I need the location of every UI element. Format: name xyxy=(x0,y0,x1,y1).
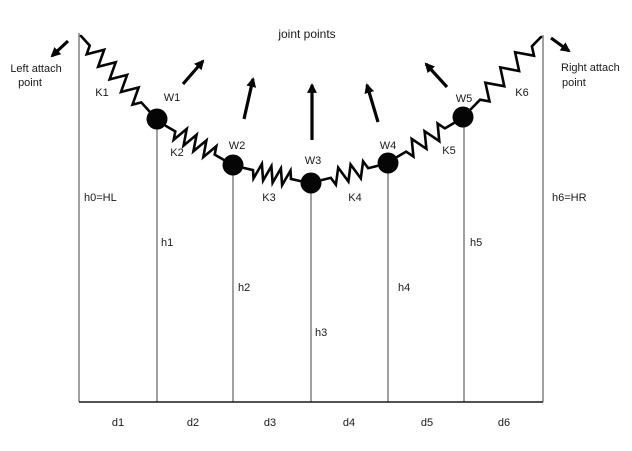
mass-w1 xyxy=(146,108,168,130)
distance-label-d3: d3 xyxy=(264,417,276,429)
distance-label-d5: d5 xyxy=(421,417,433,429)
joint-points-label: joint points xyxy=(277,27,335,41)
spring-k4 xyxy=(320,157,379,189)
spring-label-k4: K4 xyxy=(348,192,361,204)
height-label-h3: h3 xyxy=(315,327,327,339)
joint-label-w5: W5 xyxy=(456,93,473,105)
distance-label-d1: d1 xyxy=(112,417,124,429)
mass-w4 xyxy=(377,152,399,174)
mass-w3 xyxy=(300,172,322,194)
spring-label-k2: K2 xyxy=(170,147,183,159)
distance-label-d6: d6 xyxy=(498,417,510,429)
spring-k2 xyxy=(164,124,226,162)
distance-label-d4: d4 xyxy=(343,417,355,429)
mass-w5 xyxy=(452,106,474,128)
height-label-h4: h4 xyxy=(398,282,410,294)
joint-label-w3: W3 xyxy=(305,155,322,167)
joint-arrow-w1 xyxy=(181,59,205,86)
spring-k6 xyxy=(469,35,543,111)
left-attach-label-line1: Left attach xyxy=(10,63,61,75)
joint-arrow-w4 xyxy=(364,83,380,123)
left-attach-label-line2: point xyxy=(18,77,42,89)
joint-label-w4: W4 xyxy=(380,140,397,152)
spring-label-k1: K1 xyxy=(95,87,108,99)
spring-k3 xyxy=(242,159,302,190)
spring-k1 xyxy=(79,34,152,114)
height-label-h2: h2 xyxy=(238,282,250,294)
spring-k5 xyxy=(395,120,456,160)
right-attach-label-line2: point xyxy=(562,77,586,89)
height-label-h5: h5 xyxy=(470,237,482,249)
joint-label-w1: W1 xyxy=(164,92,181,104)
height-label-h0: h0=HL xyxy=(84,192,117,204)
joint-label-w2: W2 xyxy=(229,140,246,152)
spring-label-k3: K3 xyxy=(262,192,275,204)
left-attach-arrow xyxy=(50,39,70,58)
spring-label-k5: K5 xyxy=(442,145,455,157)
spring-label-k6: K6 xyxy=(515,87,528,99)
joint-arrow-w2 xyxy=(242,77,257,120)
distance-label-d2: d2 xyxy=(187,417,199,429)
height-label-h1: h1 xyxy=(161,237,173,249)
joint-arrow-w5 xyxy=(424,62,449,89)
right-attach-label-line1: Right attach xyxy=(561,62,620,74)
mass-w2 xyxy=(222,154,244,176)
right-attach-arrow xyxy=(550,36,571,53)
height-label-h6: h6=HR xyxy=(552,192,587,204)
